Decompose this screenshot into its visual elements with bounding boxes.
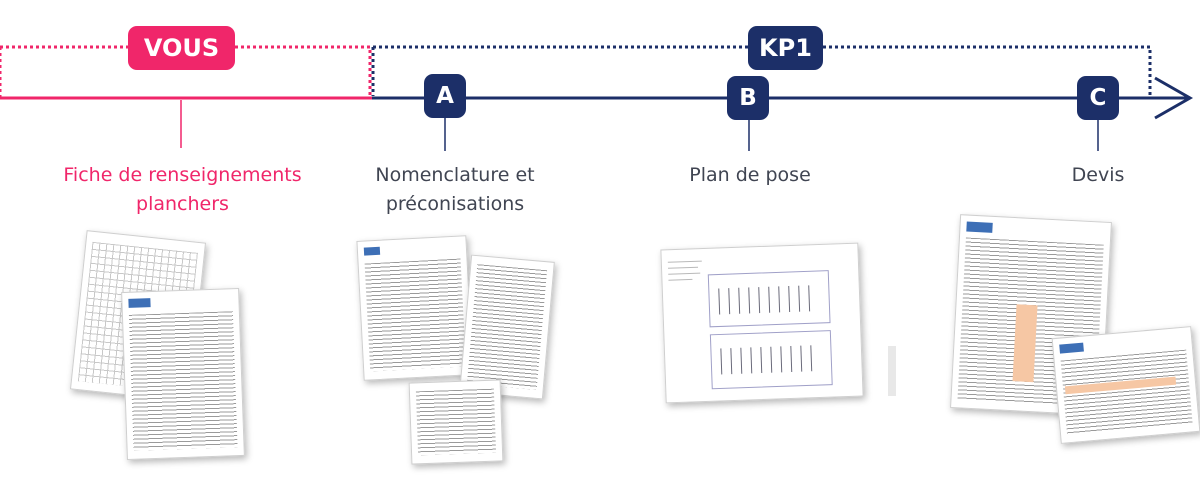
step-a-label: Nomenclature et préconisations bbox=[375, 164, 535, 215]
arrow-head-icon bbox=[1154, 76, 1194, 120]
step-b-label: Plan de pose bbox=[689, 164, 811, 186]
provider-badge: KP1 bbox=[748, 26, 823, 70]
layout-plan-thumbnail bbox=[660, 242, 864, 404]
nomenclature-doc-3 bbox=[408, 379, 504, 465]
step-b-marker: B bbox=[727, 76, 769, 120]
nomenclature-doc-1 bbox=[356, 235, 474, 381]
info-form-thumbnail bbox=[121, 287, 245, 461]
client-bracket bbox=[0, 45, 372, 97]
nomenclature-doc-2 bbox=[459, 254, 555, 400]
quote-doc-2 bbox=[1051, 326, 1200, 444]
plan-fragment bbox=[888, 346, 896, 396]
step-c-marker: C bbox=[1077, 76, 1119, 120]
client-badge: VOUS bbox=[128, 26, 235, 70]
provider-bracket bbox=[373, 45, 1152, 96]
step-a-marker: A bbox=[424, 74, 466, 118]
client-step-label: Fiche de renseignements planchers bbox=[63, 164, 302, 215]
step-c-label: Devis bbox=[1071, 164, 1125, 186]
